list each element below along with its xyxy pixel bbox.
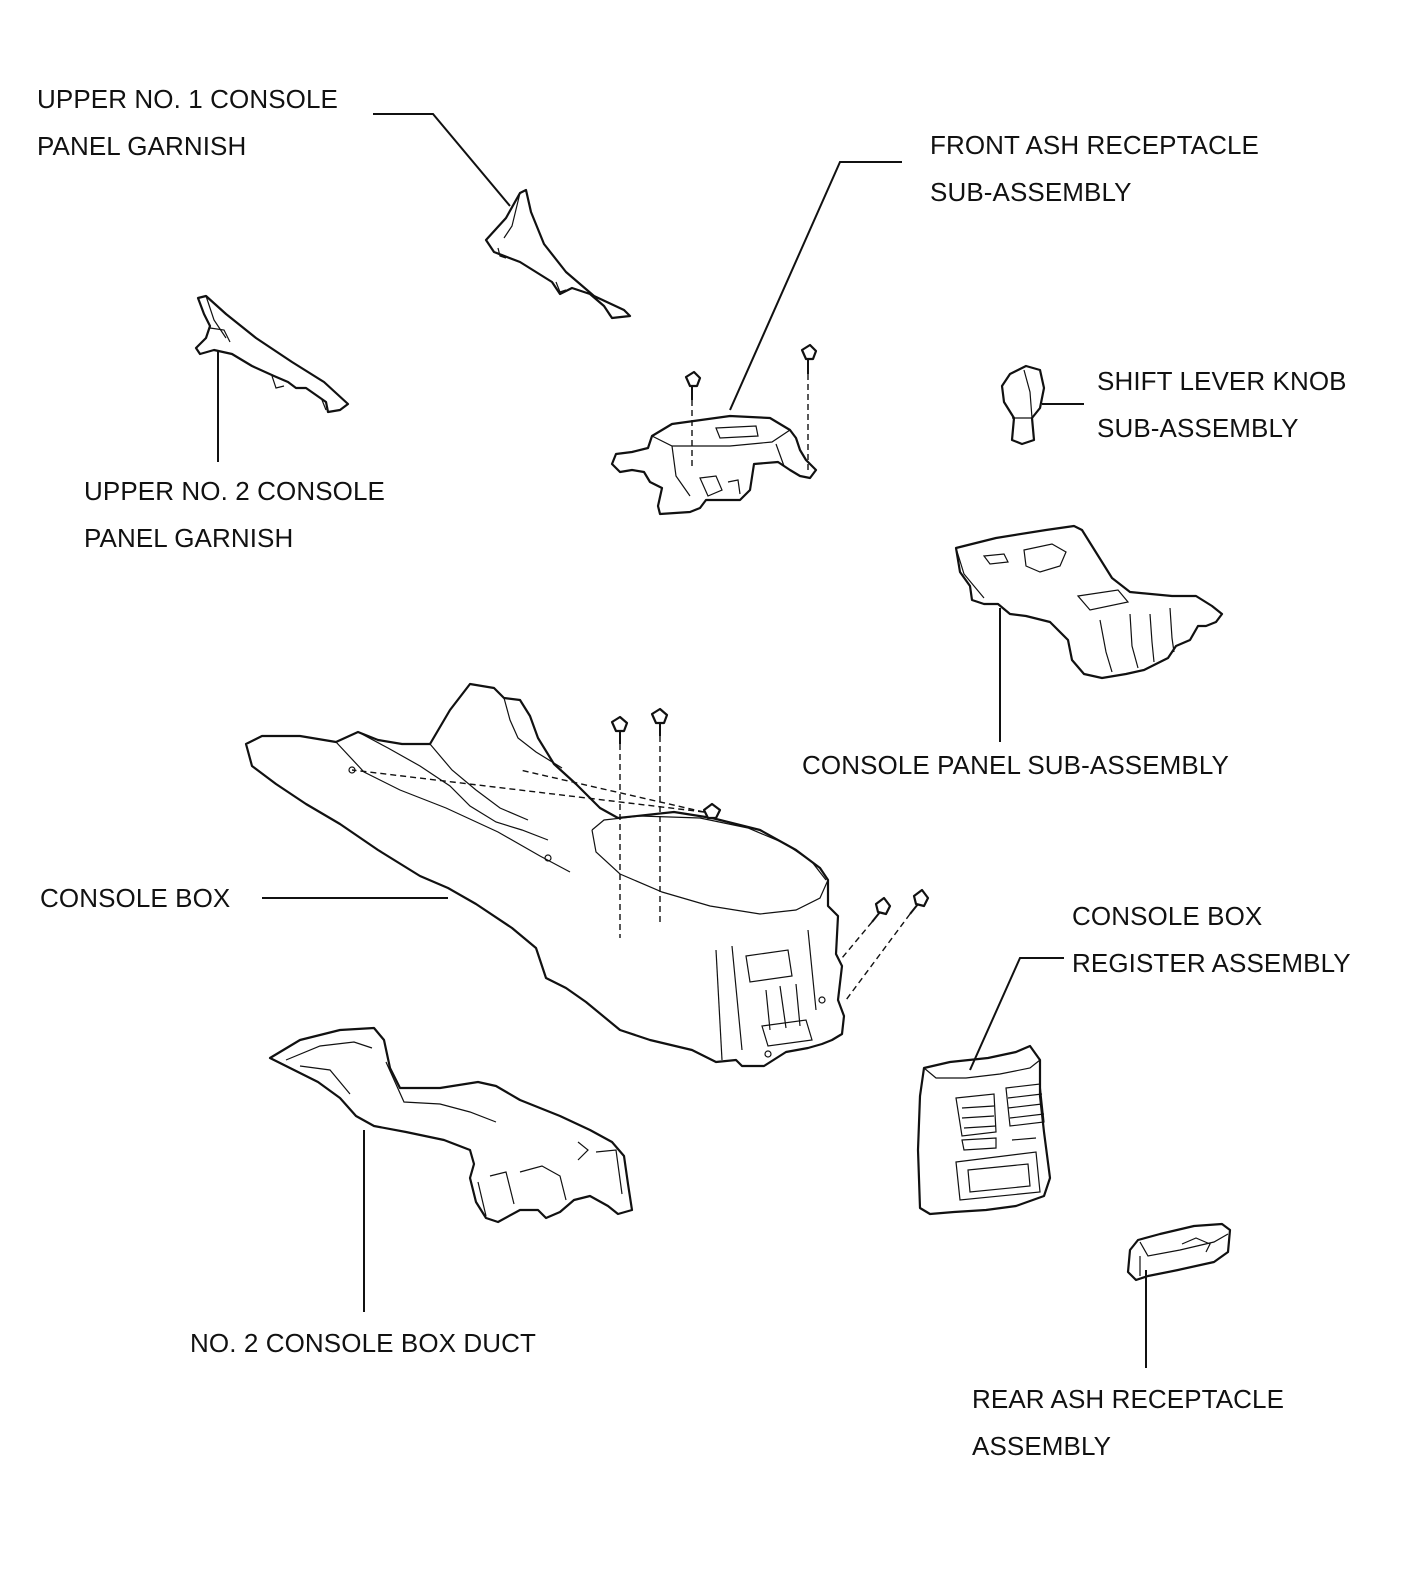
label-console-box-register-assembly: CONSOLE BOX REGISTER ASSEMBLY bbox=[1072, 893, 1351, 987]
leader-front-ash bbox=[729, 161, 902, 411]
label-line: REGISTER ASSEMBLY bbox=[1072, 948, 1351, 978]
leader-register bbox=[969, 957, 1064, 1071]
upper-no1-garnish-part bbox=[484, 188, 632, 320]
label-line: REAR ASH RECEPTACLE bbox=[972, 1384, 1285, 1414]
label-line: SUB-ASSEMBLY bbox=[1097, 413, 1299, 443]
label-upper-no1-console-panel-garnish: UPPER NO. 1 CONSOLE PANEL GARNISH bbox=[37, 76, 338, 170]
label-no2-console-box-duct: NO. 2 CONSOLE BOX DUCT bbox=[190, 1320, 536, 1367]
label-line: CONSOLE PANEL SUB-ASSEMBLY bbox=[802, 750, 1229, 780]
rear-ash-receptacle-part bbox=[1126, 1222, 1232, 1282]
label-shift-lever-knob: SHIFT LEVER KNOB SUB-ASSEMBLY bbox=[1097, 358, 1347, 452]
label-console-box: CONSOLE BOX bbox=[40, 875, 230, 922]
leader-lines bbox=[217, 113, 1147, 1368]
label-line: UPPER NO. 2 CONSOLE bbox=[84, 476, 385, 506]
label-line: ASSEMBLY bbox=[972, 1431, 1112, 1461]
front-ash-screws bbox=[684, 343, 818, 470]
label-line: SUB-ASSEMBLY bbox=[930, 177, 1132, 207]
label-rear-ash-receptacle: REAR ASH RECEPTACLE ASSEMBLY bbox=[972, 1376, 1284, 1470]
label-line: PANEL GARNISH bbox=[37, 131, 247, 161]
upper-no2-garnish-part bbox=[194, 294, 350, 414]
console-box-screws bbox=[351, 707, 930, 1001]
front-ash-receptacle-part bbox=[610, 414, 818, 516]
label-line: SHIFT LEVER KNOB bbox=[1097, 366, 1347, 396]
console-panel-part bbox=[954, 524, 1224, 680]
label-upper-no2-console-panel-garnish: UPPER NO. 2 CONSOLE PANEL GARNISH bbox=[84, 468, 385, 562]
leader-upper-no1 bbox=[373, 113, 511, 207]
console-box-register-part bbox=[916, 1044, 1052, 1216]
label-line: NO. 2 CONSOLE BOX DUCT bbox=[190, 1328, 537, 1358]
shift-lever-knob-part bbox=[1000, 364, 1046, 446]
label-console-panel-sub-assembly: CONSOLE PANEL SUB-ASSEMBLY bbox=[802, 742, 1229, 789]
label-line: FRONT ASH RECEPTACLE bbox=[930, 130, 1259, 160]
label-line: UPPER NO. 1 CONSOLE bbox=[37, 84, 338, 114]
label-line: CONSOLE BOX bbox=[1072, 901, 1263, 931]
label-line: PANEL GARNISH bbox=[84, 523, 294, 553]
no2-console-box-duct-part bbox=[268, 1026, 634, 1224]
label-line: CONSOLE BOX bbox=[40, 883, 231, 913]
label-front-ash-receptacle: FRONT ASH RECEPTACLE SUB-ASSEMBLY bbox=[930, 122, 1259, 216]
console-box-part bbox=[244, 682, 846, 1068]
